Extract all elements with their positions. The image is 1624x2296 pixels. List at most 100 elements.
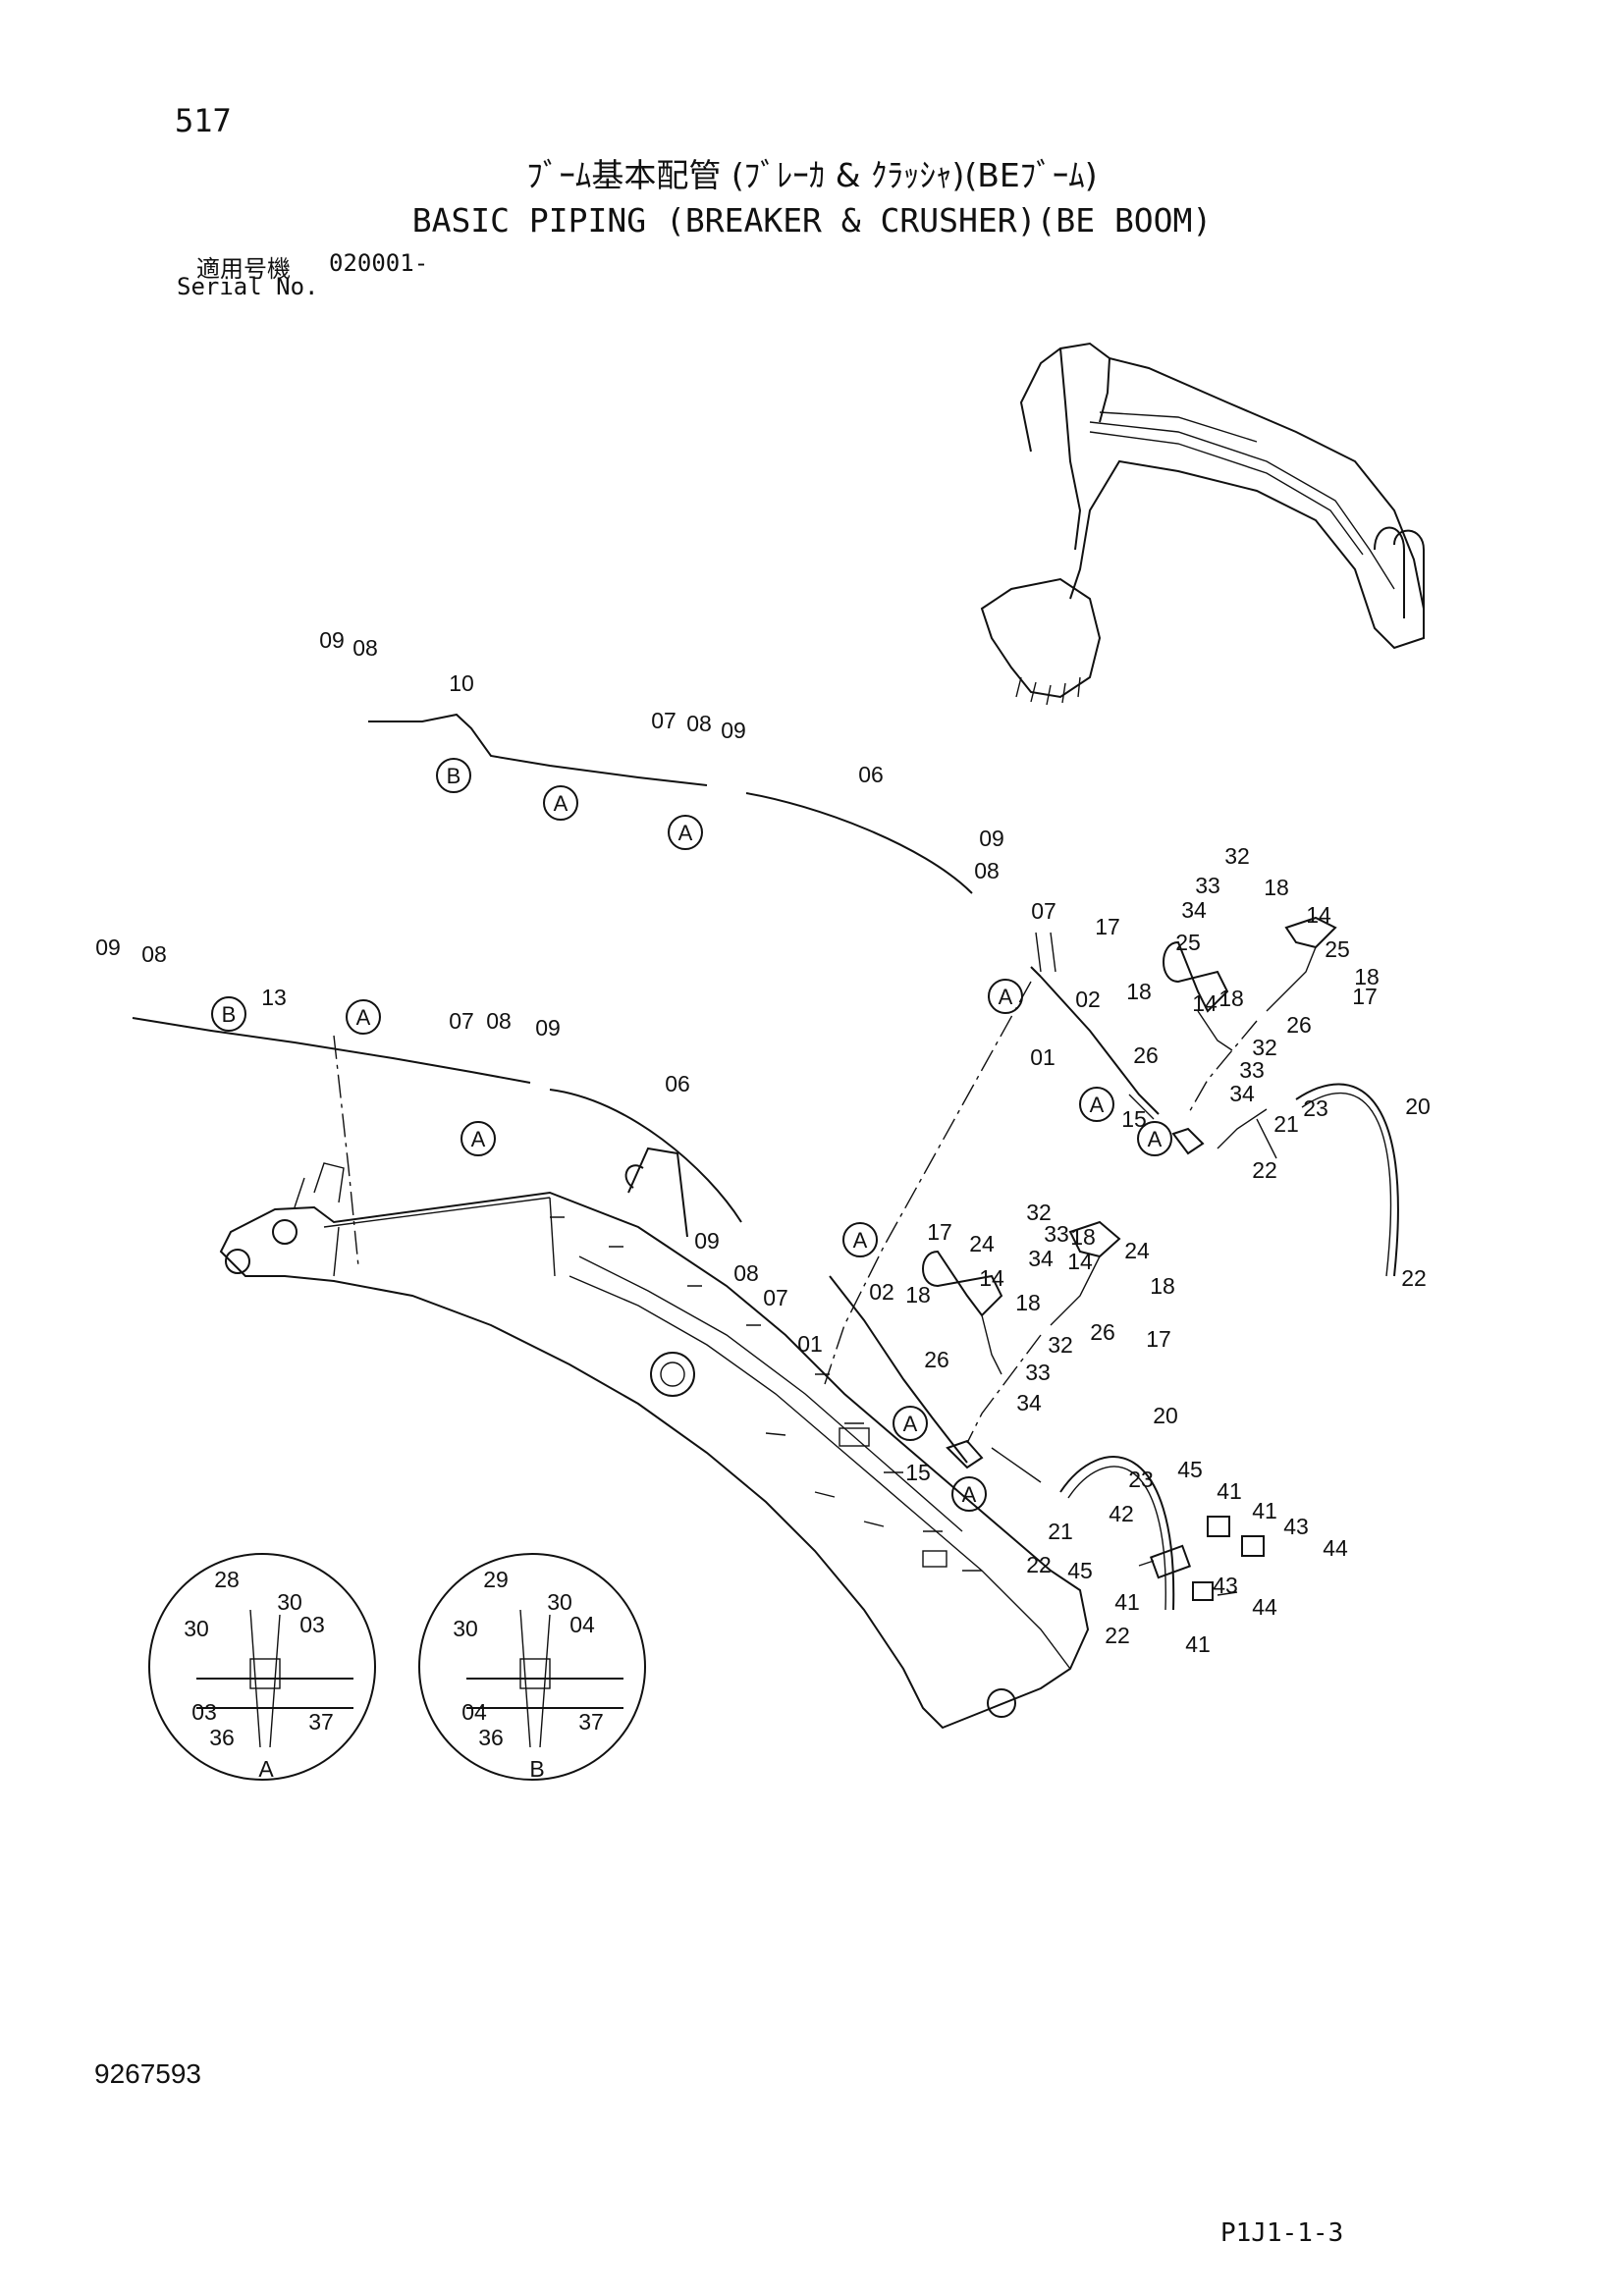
- part-number-p25: 26: [1286, 1012, 1312, 1038]
- detail-b-part-2: 30: [453, 1616, 478, 1641]
- callout-letter: B: [222, 1002, 237, 1027]
- callout-letter: A: [678, 821, 693, 845]
- detail-a-part-0: 28: [214, 1567, 240, 1592]
- part-number-p64: 17: [1146, 1326, 1171, 1352]
- callout-c5: A: [1079, 1087, 1114, 1122]
- callout-c8: A: [346, 999, 381, 1035]
- callout-c11: A: [893, 1406, 928, 1441]
- part-number-p73: 41: [1217, 1478, 1242, 1504]
- part-number-p3: 10: [449, 670, 474, 696]
- callout-letter: A: [999, 985, 1013, 1009]
- part-number-p16: 34: [1181, 897, 1207, 923]
- callout-circle: [951, 1476, 987, 1512]
- callout-circle: [436, 758, 471, 793]
- part-number-p28: 32: [1252, 1035, 1277, 1060]
- part-number-p38: 08: [141, 941, 167, 967]
- part-number-p56: 24: [1124, 1238, 1150, 1263]
- detail-b-part-3: 04: [569, 1612, 595, 1637]
- part-number-p27: 26: [1133, 1042, 1159, 1068]
- callout-circle: [346, 999, 381, 1035]
- figure-code: P1J1-1-3: [1220, 2218, 1344, 2248]
- detail-b-view-label: B: [529, 1756, 544, 1782]
- title-japanese: ﾌﾞｰﾑ基本配管 (ﾌﾞﾚｰｶ & ｸﾗｯｼｬ)(BEﾌﾞｰﾑ): [526, 156, 1098, 194]
- part-number-p17: 14: [1306, 902, 1331, 928]
- part-number-p72: 45: [1177, 1457, 1203, 1482]
- part-number-p79: 43: [1213, 1573, 1238, 1598]
- part-number-p11: 02: [1075, 987, 1101, 1012]
- part-number-p71: 22: [1026, 1552, 1052, 1577]
- part-number-p53: 14: [1067, 1249, 1093, 1274]
- detail-a-part-4: 03: [191, 1699, 217, 1725]
- part-number-p4: 07: [651, 708, 677, 733]
- part-number-p65: 33: [1025, 1360, 1051, 1385]
- part-number-p49: 32: [1026, 1200, 1052, 1225]
- detail-a-part-5: 36: [209, 1725, 235, 1750]
- callout-c12: A: [951, 1476, 987, 1512]
- part-number-p48: 02: [869, 1279, 894, 1305]
- page-number: 517: [175, 102, 232, 139]
- part-number-p75: 42: [1109, 1501, 1134, 1526]
- part-number-p5: 08: [686, 711, 712, 736]
- callout-c2: A: [543, 785, 578, 821]
- part-number-p82: 22: [1105, 1623, 1130, 1648]
- part-number-p19: 25: [1175, 930, 1201, 955]
- document-number: 9267593: [94, 2058, 202, 2089]
- detail-a-part-2: 30: [184, 1616, 209, 1641]
- part-number-p13: 32: [1224, 843, 1250, 869]
- part-number-p60: 18: [1150, 1273, 1175, 1299]
- part-number-p66: 34: [1016, 1390, 1042, 1415]
- part-number-p14: 33: [1195, 873, 1220, 898]
- leader-lines: [333, 981, 1277, 1483]
- part-number-p15: 18: [1264, 875, 1289, 900]
- callout-letter: A: [962, 1482, 977, 1507]
- detail-b-part-0: 29: [483, 1567, 509, 1592]
- callout-circle: [842, 1222, 878, 1257]
- callout-letter: A: [903, 1412, 918, 1436]
- part-number-p77: 44: [1323, 1535, 1348, 1561]
- part-number-p8: 09: [979, 826, 1004, 851]
- part-number-p41: 08: [486, 1008, 512, 1034]
- part-number-p61: 26: [924, 1347, 949, 1372]
- callout-c7: B: [211, 996, 246, 1032]
- part-number-p24: 18: [1218, 986, 1244, 1011]
- part-number-p6: 09: [721, 718, 746, 743]
- part-number-p18: 17: [1095, 914, 1120, 939]
- callout-circle: [460, 1121, 496, 1156]
- part-number-p40: 07: [449, 1008, 474, 1034]
- part-number-p47: 01: [797, 1331, 823, 1357]
- callout-c3: A: [668, 815, 703, 850]
- detail-view-b: [418, 1553, 646, 1781]
- callout-letter: A: [356, 1005, 371, 1030]
- callout-c1: B: [436, 758, 471, 793]
- part-number-p42: 09: [535, 1015, 561, 1041]
- part-number-p35: 20: [1405, 1094, 1431, 1119]
- excavator-front-thumbnail: [980, 342, 1425, 706]
- callout-circle: [668, 815, 703, 850]
- detail-view-a: [148, 1553, 376, 1781]
- hose-20-lower: [1059, 1456, 1175, 1611]
- detail-b-part-6: 37: [578, 1709, 604, 1735]
- upper-pipe-run: [368, 713, 1160, 1115]
- part-number-p45: 08: [733, 1260, 759, 1286]
- callout-letter: A: [554, 791, 568, 816]
- part-number-p21: 18: [1354, 964, 1380, 989]
- callout-letter: A: [1148, 1127, 1163, 1151]
- lower-pipe-run: [132, 1017, 968, 1464]
- detail-a-view-label: A: [258, 1756, 274, 1782]
- lower-bracket-assembly: [922, 1220, 1121, 1469]
- part-number-p80: 41: [1114, 1589, 1140, 1615]
- detail-b-part-5: 36: [478, 1725, 504, 1750]
- part-number-p58: 18: [905, 1282, 931, 1308]
- part-number-p52: 34: [1028, 1246, 1054, 1271]
- callout-circle: [893, 1406, 928, 1441]
- serial-label-english: Serial No.: [177, 273, 319, 300]
- callout-c9: A: [460, 1121, 496, 1156]
- detail-b-part-4: 04: [461, 1699, 487, 1725]
- part-number-p68: 20: [1153, 1403, 1178, 1428]
- part-number-p54: 17: [927, 1219, 952, 1245]
- callout-c6: A: [1137, 1121, 1172, 1156]
- part-number-p50: 33: [1044, 1221, 1069, 1247]
